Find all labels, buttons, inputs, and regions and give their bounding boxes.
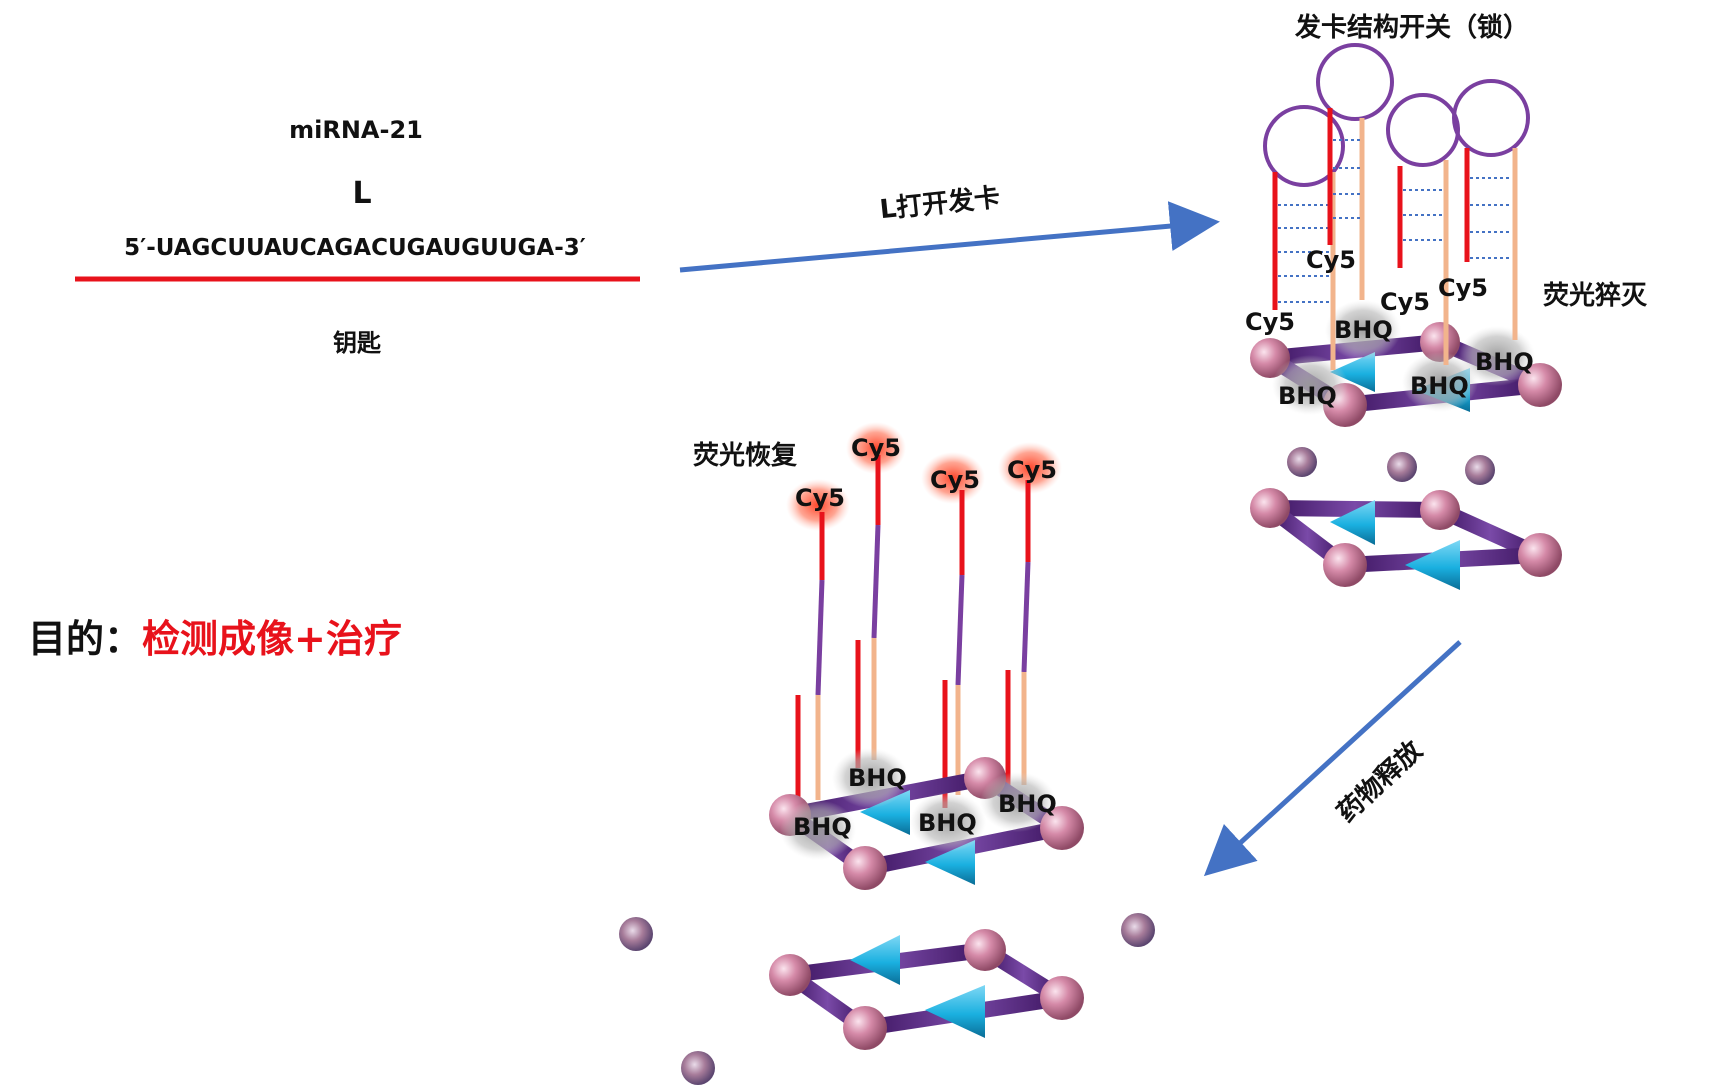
cube-nodes [1250,322,1562,587]
unlocked-bhq-4: BHQ [998,790,1057,818]
unlocked-bhq-1: BHQ [793,813,852,841]
unlocked-bhq-2: BHQ [848,764,907,792]
drug-cone-group [850,790,985,1038]
locked-bhq-2: BHQ [1334,316,1393,344]
quench-label: 荧光猝灭 [1543,280,1648,311]
open-strand-3 [942,490,965,808]
purpose-value: 检测成像+治疗 [142,617,402,661]
quencher-blobs [1272,300,1535,415]
open-strand-1 [795,512,825,812]
locked-bhq-1: BHQ [1278,382,1337,410]
hairpin-4 [1452,79,1530,340]
unlocked-structure: 荧光恢复 [693,422,1084,1050]
fluor-glows [786,422,1062,531]
unlocked-cy5-4: Cy5 [1007,456,1057,484]
arrow-line [1203,640,1462,877]
locked-cy5-2: Cy5 [1306,246,1356,274]
hairpin-2 [1316,43,1394,300]
locked-bhq-4: BHQ [1475,348,1534,376]
unlocked-cy5-2: Cy5 [851,434,901,462]
sequence-text: 5′-UAGCUUAUCAGACUGAUGUUGA-3′ [124,235,586,261]
drug-particles-inside [1287,447,1495,485]
open-strand-2 [855,455,881,768]
locked-cy5-1: Cy5 [1245,308,1295,336]
open-hairpin-arrow: L打开发卡 [679,182,1220,273]
released-drug-particles [619,913,1155,1085]
open-arrow-label: L打开发卡 [878,182,1001,225]
svg-text:目的：检测成像+治疗: 目的：检测成像+治疗 [28,617,402,661]
unlocked-cy5-1: Cy5 [795,484,845,512]
open-strand-4 [1005,480,1031,790]
locked-structure: 发卡结构开关（锁） 荧光猝灭 [1245,12,1648,590]
purpose-label: 目的： [28,617,142,661]
unlocked-cy5-3: Cy5 [930,466,980,494]
hairpin-1 [1263,105,1345,370]
arrow-line [679,201,1220,273]
key-label: 钥匙 [333,329,382,357]
locked-cy5-3: Cy5 [1380,288,1430,316]
drug-release-arrow: 药物释放 [1203,640,1462,877]
quencher-blobs [780,748,1056,860]
locked-cy5-4: Cy5 [1438,274,1488,302]
mirna-name: miRNA-21 [289,116,423,144]
key-panel: miRNA-21 L 5′-UAGCUUAUCAGACUGAUGUUGA-3′ … [75,116,640,357]
purpose-line: 目的：检测成像+治疗 [28,617,402,661]
locked-bhq-3: BHQ [1410,372,1469,400]
locked-title: 发卡结构开关（锁） [1294,12,1529,43]
unlocked-bhq-3: BHQ [918,809,977,837]
recover-label: 荧光恢复 [693,441,798,471]
strand-letter: L [352,176,371,211]
